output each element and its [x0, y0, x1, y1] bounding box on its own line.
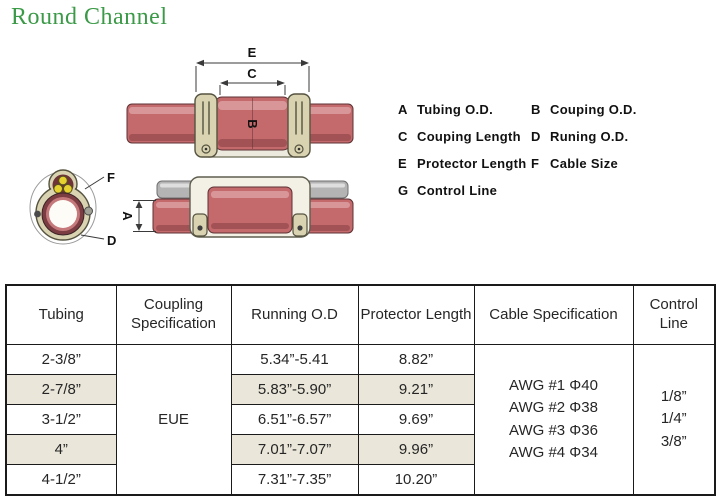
- dimension-a: A: [120, 200, 156, 232]
- legend-item-e: E Protector Length: [398, 150, 531, 177]
- legend-key: A: [398, 102, 408, 117]
- section-bolt-left: [34, 210, 41, 218]
- clamp-bolt-dot: [297, 147, 301, 151]
- cell-tubing: 4”: [5, 434, 117, 465]
- cable-spec-line: AWG #4 Φ34: [509, 444, 598, 461]
- leader-d: D: [80, 233, 116, 248]
- legend-key: E: [398, 156, 407, 171]
- cell-protector-length: 9.69”: [357, 404, 475, 435]
- legend-item-g: G Control Line: [398, 177, 531, 204]
- coupling-shadow: [211, 223, 289, 229]
- clamp-right: [287, 93, 311, 158]
- shell-window-coupling: [207, 186, 293, 234]
- cable-spec-line: AWG #1 Φ40: [509, 376, 598, 394]
- table-row: 2-3/8” EUE 5.34”-5.41 8.82” AWG #1 Φ40 A…: [5, 344, 716, 496]
- spec-table: Tubing Coupling Specification Running O.…: [5, 284, 716, 496]
- legend-key: F: [531, 156, 540, 171]
- legend-item-f: F Cable Size: [531, 150, 716, 177]
- cell-protector-length: 9.96”: [357, 434, 475, 465]
- control-line-option: 1/8”: [660, 387, 687, 405]
- legend-item-a: A Tubing O.D.: [398, 96, 531, 123]
- shell-foot-left: [192, 213, 208, 237]
- side-view-with-control-line: A: [120, 176, 354, 238]
- cell-running-od: 6.51”-6.57”: [230, 404, 359, 435]
- column-header-cable-spec: Cable Specification: [473, 284, 634, 345]
- dimension-e: E: [195, 45, 310, 92]
- header-row: Tubing Coupling Specification Running O.…: [5, 284, 716, 345]
- legend-key: D: [531, 129, 541, 144]
- cell-cable-spec: AWG #1 Φ40 AWG #2 Φ38 AWG #3 Φ36 AWG #4 …: [473, 344, 634, 496]
- foot-bolt: [297, 225, 303, 231]
- spec-table-wrap: Tubing Coupling Specification Running O.…: [5, 284, 716, 496]
- section-bolt-right: [84, 206, 93, 216]
- cell-tubing: 2-7/8”: [5, 374, 117, 405]
- cell-running-od: 5.83”-5.90”: [230, 374, 359, 405]
- technical-diagram: B E: [29, 45, 354, 248]
- legend-item-c: C Couping Length: [398, 123, 531, 150]
- cable-wire: [63, 184, 73, 194]
- label-a: A: [120, 211, 135, 221]
- legend-label: Couping O.D.: [550, 102, 637, 117]
- label-f: F: [107, 170, 115, 185]
- table-row: 4” 7.01”-7.07” 9.96”: [5, 434, 715, 465]
- label-c: C: [247, 66, 257, 81]
- cable-wire: [53, 184, 64, 194]
- control-line-option: 3/8”: [660, 432, 687, 450]
- foot-bolt: [197, 225, 203, 231]
- side-view-diagram: B E: [126, 45, 354, 158]
- cell-coupling-spec: EUE: [115, 344, 232, 496]
- cell-control-line: 1/8” 1/4” 3/8”: [632, 344, 716, 496]
- column-header-coupling-spec: Coupling Specification: [115, 284, 232, 345]
- column-header-control-line: Control Line: [632, 284, 716, 345]
- cell-protector-length: 9.21”: [357, 374, 475, 405]
- table-row: 4-1/2” 7.31”-7.35” 10.20”: [5, 464, 715, 496]
- legend-label: Tubing O.D.: [417, 102, 493, 117]
- leader-f: F: [84, 170, 115, 190]
- cross-section-diagram: F D: [29, 169, 116, 248]
- cell-tubing: 2-3/8”: [5, 344, 117, 375]
- legend-item-d: D Runing O.D.: [531, 123, 716, 150]
- column-header-tubing: Tubing: [5, 284, 117, 345]
- dimension-c: C: [219, 66, 286, 95]
- column-header-protector-length: Protector Length: [357, 284, 475, 345]
- clamp-left: [194, 93, 218, 158]
- legend-key: G: [398, 183, 409, 198]
- legend-label: Protector Length: [417, 156, 527, 171]
- legend-key: B: [531, 102, 541, 117]
- legend-label: Cable Size: [550, 156, 619, 171]
- cell-running-od: 7.31”-7.35”: [230, 464, 359, 496]
- cell-protector-length: 10.20”: [357, 464, 475, 496]
- table-row: 3-1/2” 6.51”-6.57” 9.69”: [5, 404, 715, 435]
- control-line-option: 1/4”: [660, 410, 687, 428]
- cell-protector-length: 8.82”: [357, 344, 475, 375]
- column-header-running-od: Running O.D: [230, 284, 359, 345]
- cell-tubing: 3-1/2”: [5, 404, 117, 435]
- cell-running-od: 7.01”-7.07”: [230, 434, 359, 465]
- legend-item-b: B Couping O.D.: [531, 96, 716, 123]
- coupling-highlight: [211, 191, 289, 198]
- diagram-legend: A Tubing O.D. B Couping O.D. C Couping L…: [398, 96, 716, 204]
- tubing-bore: [49, 200, 77, 228]
- legend-label: Control Line: [417, 183, 498, 198]
- cable-spec-line: AWG #3 Φ36: [509, 421, 598, 439]
- legend-label: Runing O.D.: [550, 129, 629, 144]
- legend-key: C: [398, 129, 408, 144]
- cable-spec-line: AWG #2 Φ38: [509, 399, 598, 416]
- shell-foot-right: [292, 213, 308, 237]
- cable-wire: [58, 175, 68, 186]
- cell-tubing: 4-1/2”: [5, 464, 117, 496]
- label-d: D: [107, 233, 116, 248]
- legend-label: Couping Length: [417, 129, 521, 144]
- label-e: E: [248, 45, 257, 60]
- label-b: B: [245, 119, 260, 128]
- table-row: 2-7/8” 5.83”-5.90” 9.21”: [5, 374, 715, 405]
- cell-running-od: 5.34”-5.41: [230, 344, 359, 375]
- page-title: Round Channel: [11, 4, 168, 30]
- clamp-bolt-dot: [204, 147, 208, 151]
